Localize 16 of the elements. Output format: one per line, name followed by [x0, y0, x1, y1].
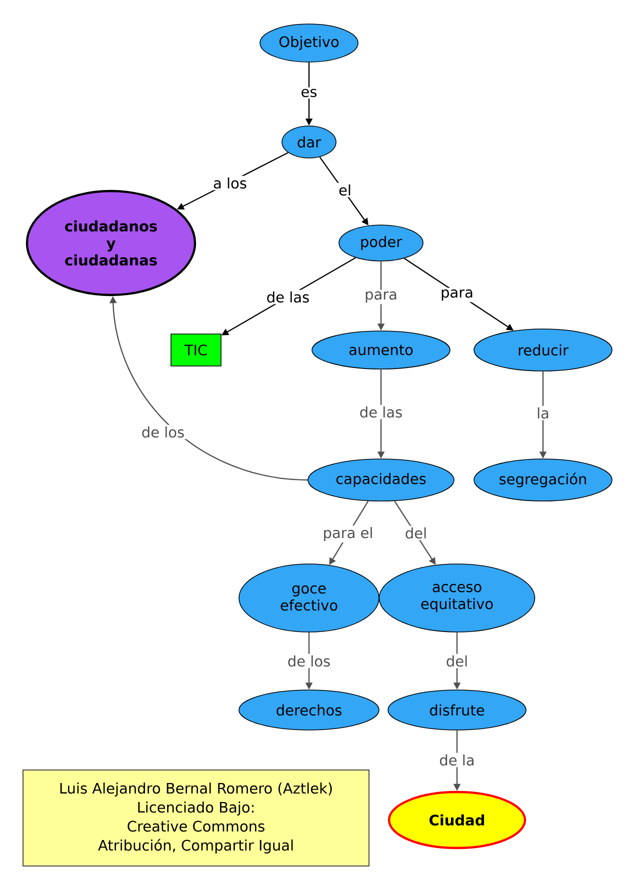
edge-label: la [535, 406, 551, 420]
edge-label: para [363, 290, 399, 304]
edge-label: a los [212, 176, 248, 190]
edge-label: para el [321, 526, 375, 543]
license-note-box: Luis Alejandro Bernal Romero (Aztlek) Licenciado Bajo: Creative Commons Atribución, Compartir Igual [22, 770, 370, 866]
edge-label: el [337, 182, 353, 198]
edge-label: de los [140, 424, 186, 440]
edge-label: de la [438, 752, 476, 768]
edge-label: para [439, 288, 475, 302]
edge-label: del [403, 526, 429, 540]
edge-label: de las [358, 404, 404, 420]
edge-label: del [444, 654, 470, 668]
edge-label: de los [286, 654, 332, 668]
edge-label: de las [264, 290, 312, 304]
edge-label: es [299, 87, 319, 99]
concept-box: TIC [170, 334, 222, 366]
